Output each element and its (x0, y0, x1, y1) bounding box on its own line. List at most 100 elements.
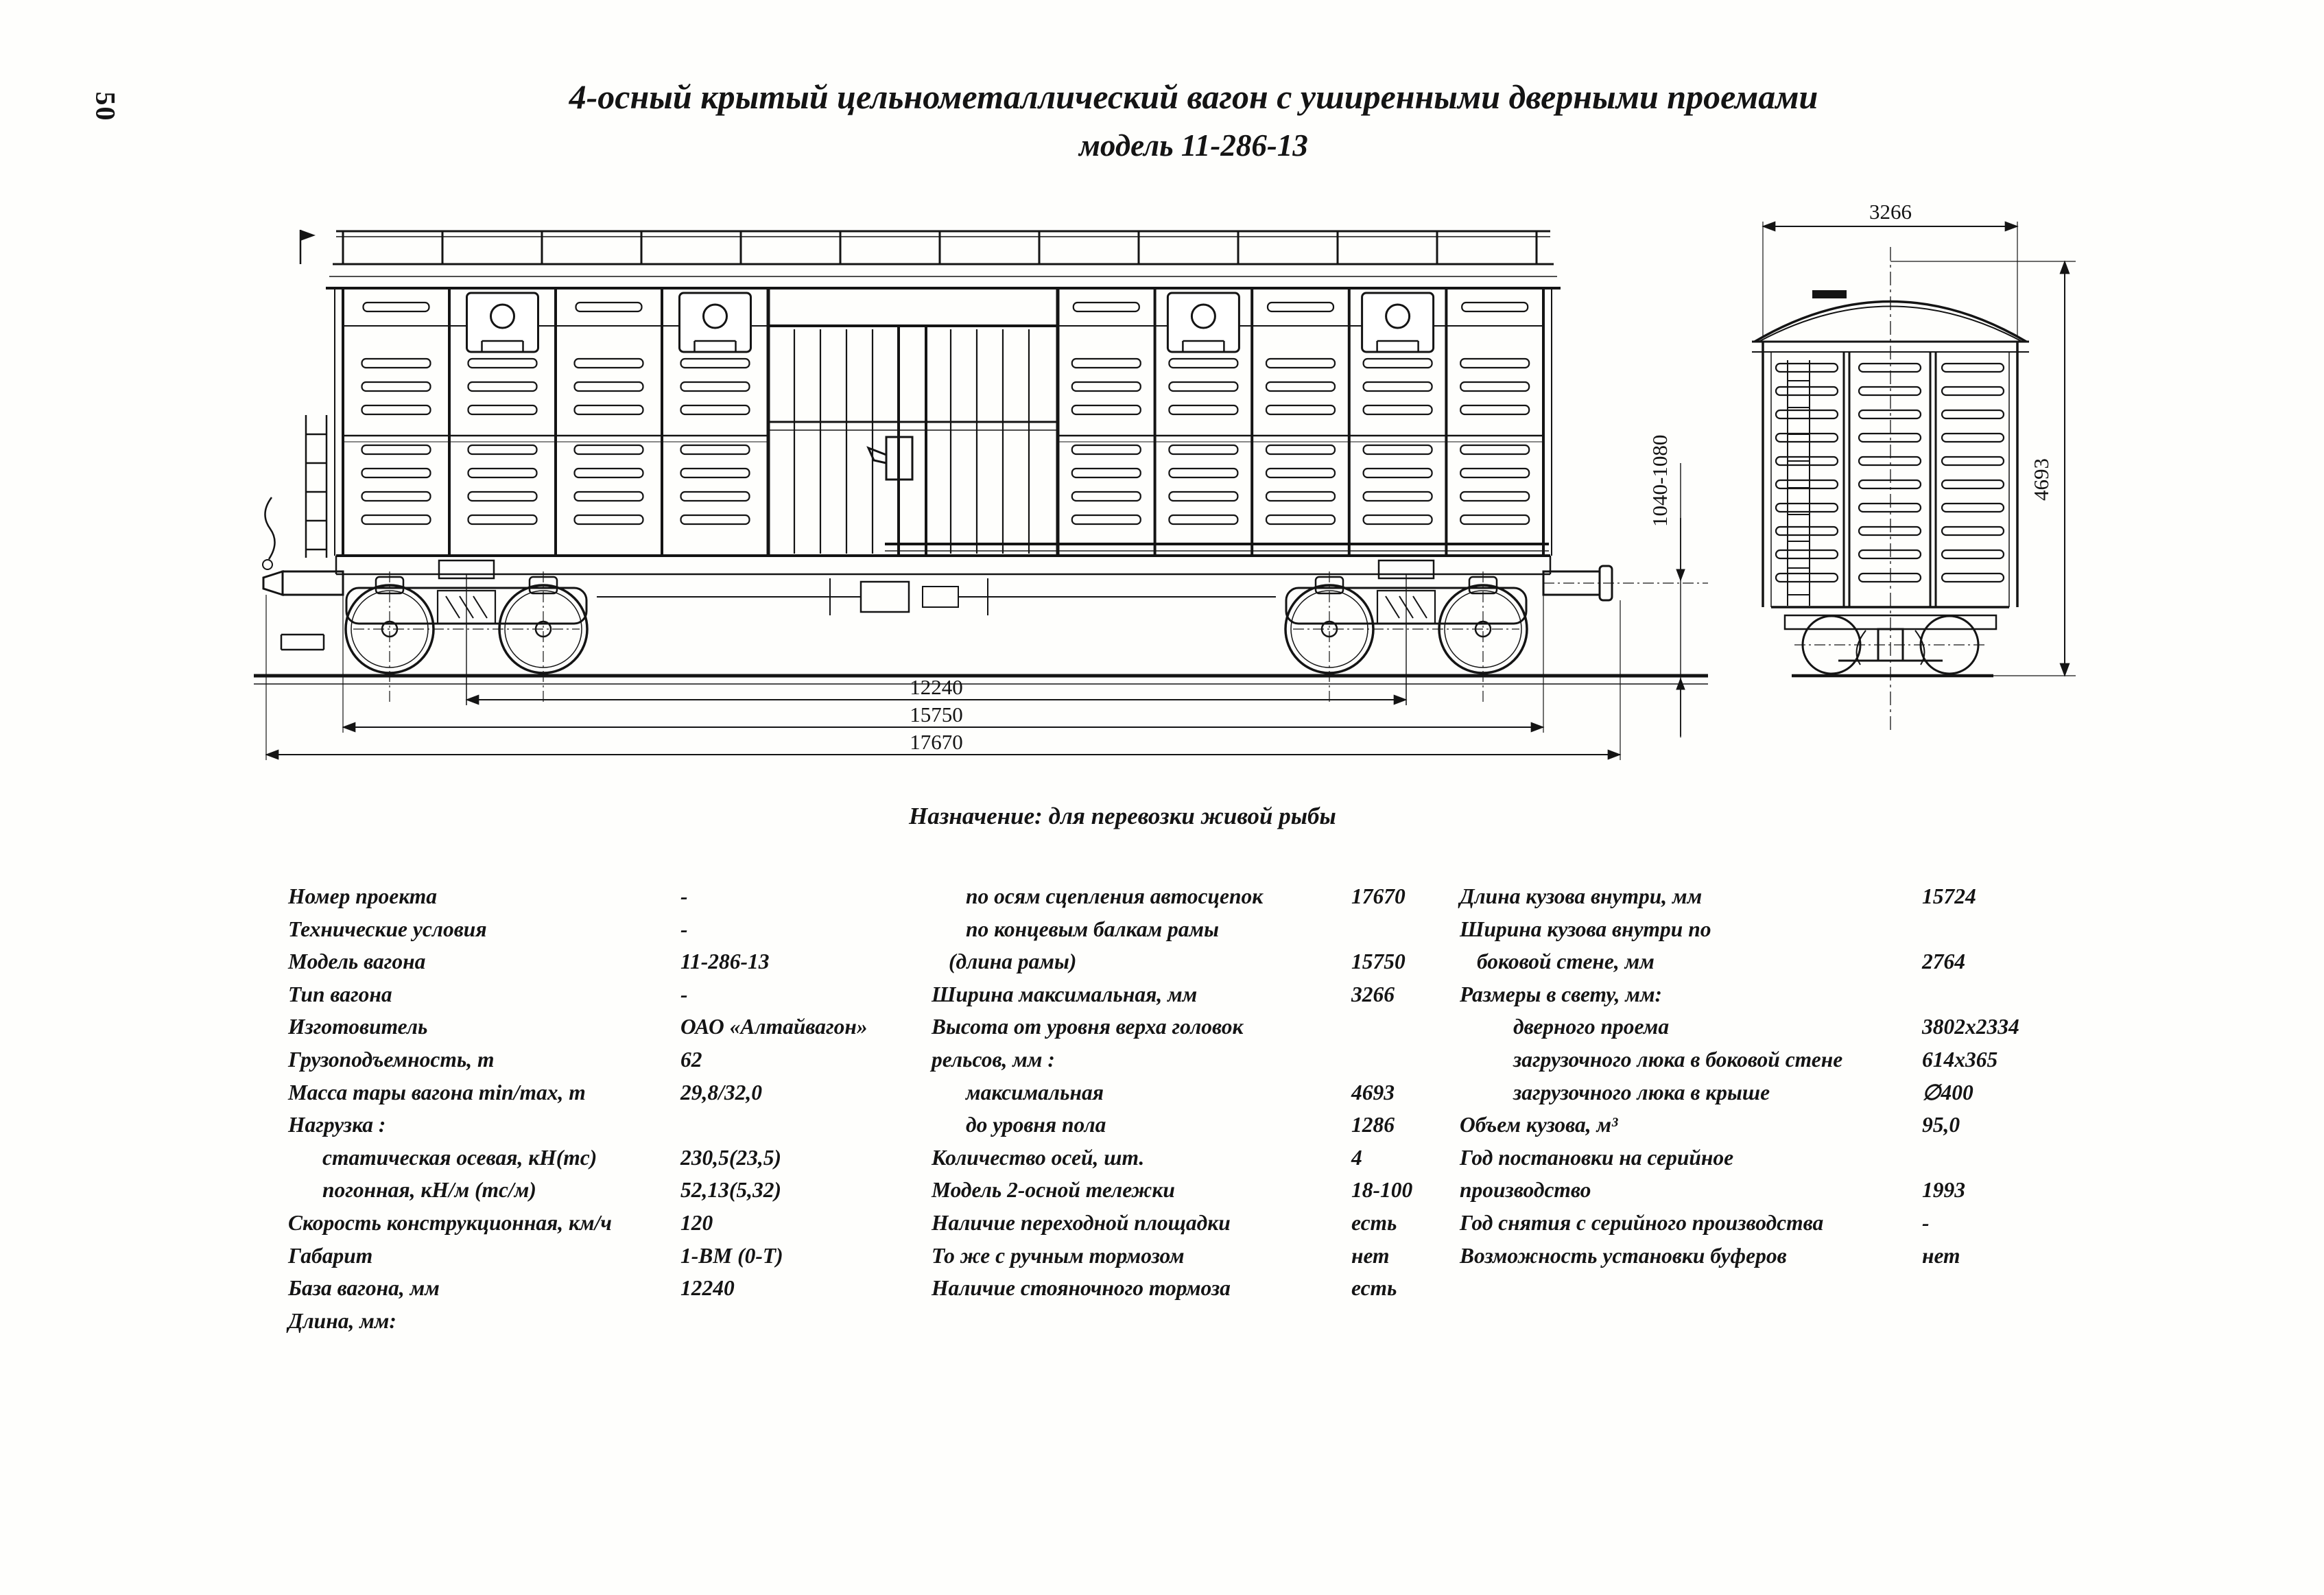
spec-label: загрузочного люка в крыше (1513, 1080, 1770, 1104)
spec-row: Длина, мм: (288, 1305, 926, 1338)
spec-value: 18-100 (1351, 1178, 1413, 1203)
dim-end-width: 3266 (1762, 200, 2019, 336)
spec-value: 15724 (1922, 884, 1976, 908)
spec-value: 120 (680, 1210, 713, 1235)
spec-value: ∅400 (1922, 1080, 1973, 1104)
spec-label: по осям сцепления автосцепок (966, 884, 1264, 908)
spec-label: Грузоподъемность, т (288, 1047, 495, 1072)
spec-label: дверного проема (1513, 1015, 1670, 1039)
dim-end-width-label: 3266 (1869, 200, 1912, 224)
spec-label: Технические условия (288, 917, 487, 941)
spec-row: Модель 2-осной тележки 18-100 (932, 1174, 1453, 1207)
spec-row: Год снятия с серийного производства - (1460, 1207, 2077, 1240)
page-number: 50 (90, 91, 121, 122)
spec-value: нет (1351, 1243, 1390, 1268)
spec-row: до уровня пола 1286 (932, 1109, 1453, 1142)
spec-label: Возможность установки буферов (1460, 1243, 1787, 1268)
spec-label: Количество осей, шт. (932, 1145, 1145, 1170)
purpose-text: Назначение: для перевозки живой рыбы (909, 803, 1336, 829)
spec-label: Номер проекта (288, 884, 438, 908)
spec-value: 1993 (1922, 1178, 1965, 1203)
spec-value: 11-286-13 (680, 949, 770, 974)
spec-label: Длина кузова внутри, мм (1460, 884, 1703, 908)
spec-label: Ширина кузова внутри по (1460, 917, 1711, 941)
spec-label: погонная, кН/м (тс/м) (322, 1178, 536, 1203)
dim-coupler-length-label: 17670 (910, 730, 963, 754)
spec-value: - (680, 884, 688, 908)
spec-value: 1286 (1351, 1113, 1395, 1137)
spec-value: - (1922, 1210, 1930, 1235)
spec-label: Скорость конструкционная, км/ч (288, 1210, 612, 1235)
spec-label: до уровня пола (966, 1113, 1106, 1137)
spec-value: 4 (1351, 1145, 1362, 1170)
spec-value: 95,0 (1922, 1113, 1960, 1137)
spec-row: загрузочного люка в боковой стене 614х365 (1460, 1043, 2077, 1076)
spec-label: Год постановки на серийное (1460, 1145, 1734, 1170)
roof-hatch-icon (1166, 292, 1240, 353)
spec-row: Количество осей, шт. 4 (932, 1142, 1453, 1174)
spec-label: Год снятия с серийного производства (1460, 1210, 1824, 1235)
door-opening (767, 324, 1059, 557)
spec-label: Модель 2-осной тележки (932, 1178, 1175, 1203)
spec-row: рельсов, мм : (932, 1043, 1453, 1076)
spec-label: статическая осевая, кН(тс) (322, 1145, 597, 1170)
spec-row: погонная, кН/м (тс/м) 52,13(5,32) (288, 1174, 926, 1207)
spec-value: есть (1351, 1276, 1397, 1301)
spec-value: 17670 (1351, 884, 1406, 908)
spec-row: Нагрузка : (288, 1109, 926, 1142)
end-view-drawing: 3266 4693 (1752, 200, 2076, 731)
spec-row: производство 1993 (1460, 1174, 2077, 1207)
spec-row: Высота от уровня верха головок (932, 1011, 1453, 1043)
dim-coupler-height: 1040-1080 (1648, 435, 1685, 737)
wagon-technical-drawing: 1040-1080 12240 15750 17670 (254, 200, 2076, 760)
spec-value: 4693 (1351, 1080, 1395, 1104)
spec-value: 614х365 (1922, 1047, 1998, 1072)
spec-label: (длина рамы) (949, 949, 1077, 974)
spec-value: 2764 (1922, 949, 1965, 974)
page-title: 4-осный крытый цельнометаллический вагон… (199, 77, 2188, 163)
spec-value: 52,13(5,32) (680, 1178, 781, 1203)
spec-value: есть (1351, 1210, 1397, 1235)
spec-row: максимальная 4693 (932, 1076, 1453, 1109)
spec-row: Тип вагона- (288, 978, 926, 1011)
specs-table: Номер проекта - Технические условия - Модель… (0, 880, 2324, 1374)
roof-hatch-icon (678, 292, 752, 353)
spec-row: Год постановки на серийное (1460, 1142, 2077, 1174)
spec-value: - (680, 982, 688, 1006)
spec-value: ОАО «Алтайвагон» (680, 1015, 868, 1039)
spec-label: загрузочного люка в боковой стене (1513, 1047, 1843, 1072)
side-view-drawing: 1040-1080 12240 15750 17670 (254, 230, 1708, 760)
spec-row: Скорость конструкционная, км/ч 120 (288, 1207, 926, 1240)
spec-label: рельсов, мм : (932, 1047, 1055, 1072)
spec-value: 62 (680, 1047, 702, 1072)
spec-row: статическая осевая, кН(тс)230,5(23,5) (288, 1142, 926, 1174)
spec-label: Нагрузка : (288, 1113, 386, 1137)
spec-label: максимальная (966, 1080, 1104, 1104)
spec-row: по осям сцепления автосцепок 17670 (932, 880, 1453, 913)
spec-label: Габарит (288, 1243, 373, 1268)
roof-hatch-icon (1361, 292, 1435, 353)
spec-row: Наличие переходной площадки есть (932, 1207, 1453, 1240)
spec-row: Ширина кузова внутри по (1460, 913, 2077, 946)
dim-end-height-label: 4693 (2029, 458, 2053, 501)
spec-label: Длина, мм: (288, 1308, 396, 1333)
title-line-2: модель 11-286-13 (1079, 128, 1308, 163)
spec-value: - (680, 917, 688, 941)
spec-label: производство (1460, 1178, 1591, 1203)
spec-label: Изготовитель (288, 1015, 428, 1039)
spec-label: Наличие переходной площадки (932, 1210, 1231, 1235)
dim-end-height: 4693 (1890, 260, 2076, 677)
spec-label: База вагона, мм (288, 1276, 440, 1301)
spec-label: Высота от уровня верха головок (932, 1015, 1244, 1039)
